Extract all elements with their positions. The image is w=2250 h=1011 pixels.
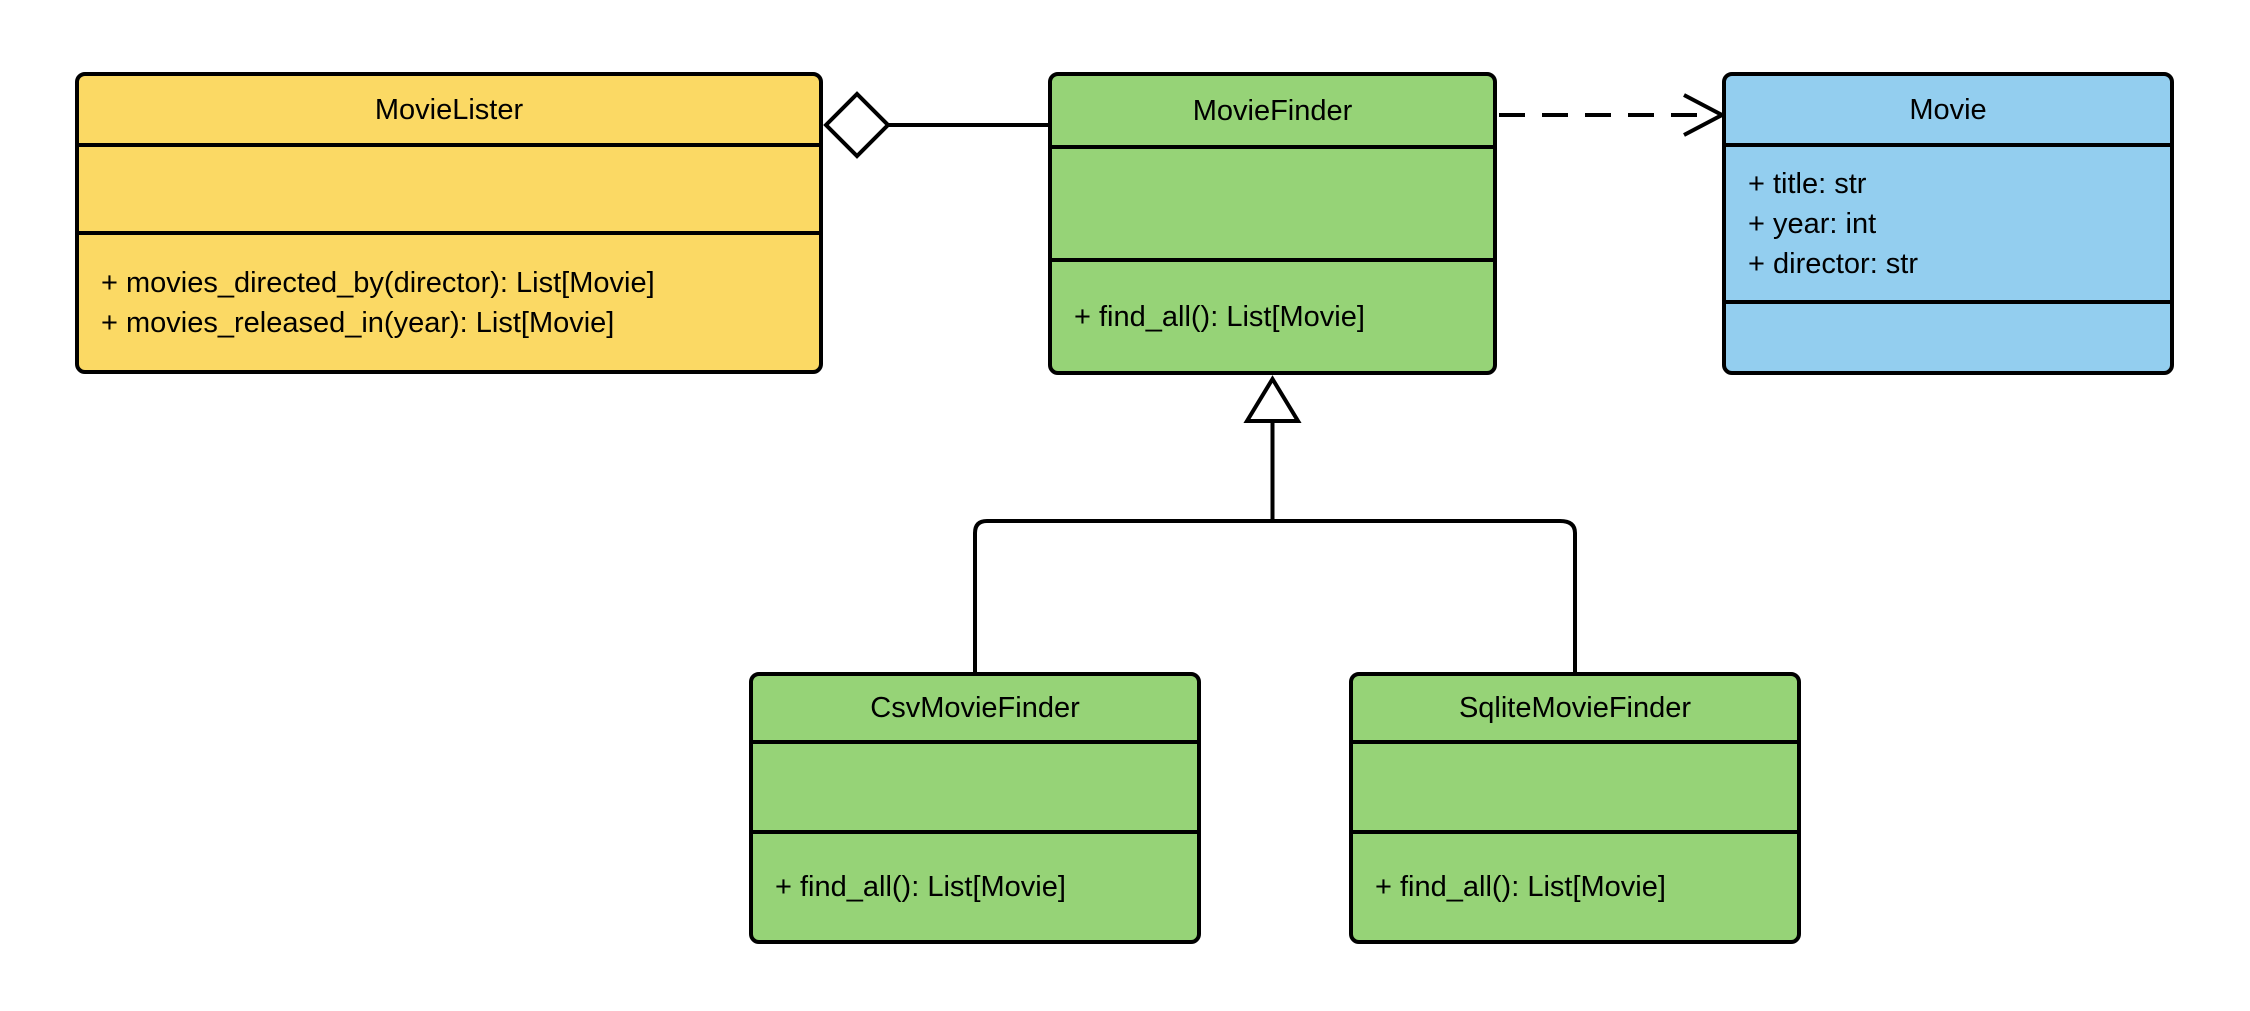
method-label: + movies_released_in(year): List[Movie] xyxy=(101,306,615,339)
method-label: + find_all(): List[Movie] xyxy=(775,871,1066,903)
attribute-label: + title: str xyxy=(1748,167,1867,200)
class-title-movie: Movie xyxy=(1909,93,1987,126)
class-title-sqlitemoviefinder: SqliteMovieFinder xyxy=(1458,692,1692,724)
class-attributes-csvmoviefinder xyxy=(753,740,1197,830)
class-title-moviefinder: MovieFinder xyxy=(1192,94,1353,127)
uml-class-moviefinder: MovieFinder + find_all(): List[Movie] xyxy=(1048,72,1497,375)
class-methods-movielister: + movies_directed_by(director): List[Mov… xyxy=(79,231,819,370)
generalization-triangle-icon xyxy=(1243,375,1302,423)
uml-class-csvmoviefinder: CsvMovieFinder + find_all(): List[Movie] xyxy=(749,672,1201,944)
class-attributes-movielister xyxy=(79,143,819,231)
class-methods-sqlitemoviefinder: + find_all(): List[Movie] xyxy=(1353,830,1797,940)
class-attributes-sqlitemoviefinder xyxy=(1353,740,1797,830)
method-label: + find_all(): List[Movie] xyxy=(1375,871,1666,903)
aggregation-diamond-icon xyxy=(823,91,891,159)
uml-class-movie: Movie + title: str + year: int + directo… xyxy=(1722,72,2174,375)
generalization-branch-line xyxy=(973,519,1577,674)
class-methods-moviefinder: + find_all(): List[Movie] xyxy=(1052,258,1493,371)
method-label: + movies_directed_by(director): List[Mov… xyxy=(101,266,655,299)
attribute-label: + director: str xyxy=(1748,247,1919,280)
attribute-label: + year: int xyxy=(1748,207,1877,240)
class-title-movielister: MovieLister xyxy=(374,93,524,126)
class-attributes-movie: + title: str + year: int + director: str xyxy=(1726,143,2170,300)
class-methods-csvmoviefinder: + find_all(): List[Movie] xyxy=(753,830,1197,940)
class-methods-movie xyxy=(1726,300,2170,371)
method-label: + find_all(): List[Movie] xyxy=(1074,300,1365,333)
class-attributes-moviefinder xyxy=(1052,145,1493,258)
class-title-csvmoviefinder: CsvMovieFinder xyxy=(870,692,1080,724)
uml-class-sqlitemoviefinder: SqliteMovieFinder + find_all(): List[Mov… xyxy=(1349,672,1801,944)
uml-class-movielister: MovieLister + movies_directed_by(directo… xyxy=(75,72,823,374)
